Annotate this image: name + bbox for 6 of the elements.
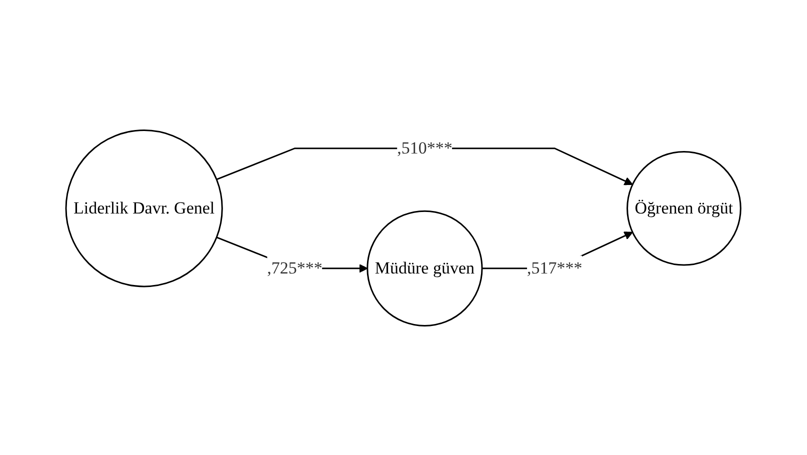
node-circle: Müdüre güven: [366, 210, 483, 326]
edge-label: ,725***: [267, 258, 323, 278]
edge-label: ,510***: [397, 138, 453, 158]
node-circle: Öğrenen örgüt: [626, 150, 742, 266]
edge-label: ,517***: [527, 258, 582, 278]
node-circle: Liderlik Davr. Genel: [65, 129, 224, 287]
